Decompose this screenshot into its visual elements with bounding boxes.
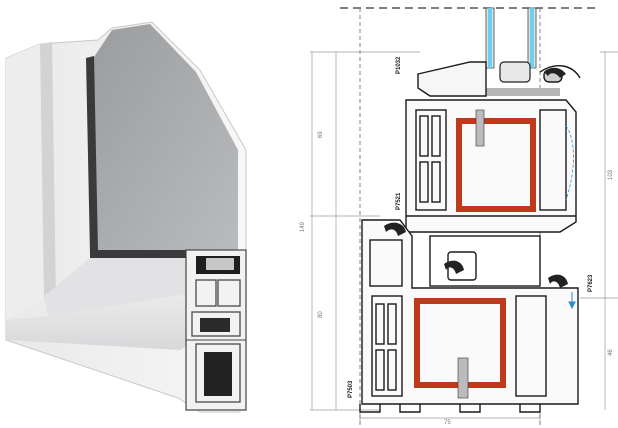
dimension-right-lower: 46 (608, 349, 614, 356)
dimension-total: 149 (300, 221, 306, 232)
dimension-width: 75 (444, 420, 451, 426)
sash-screw (475, 109, 485, 147)
profile-code-p7521: P7521 (396, 192, 402, 210)
drainage-arrow (568, 292, 576, 310)
dimension-upper: 69 (318, 131, 324, 138)
frame-screw (457, 357, 469, 399)
dimension-lines (310, 51, 618, 424)
drainage-path (565, 125, 574, 201)
glazing-gasket-left (86, 56, 98, 254)
profile-cross-section (310, 7, 618, 428)
gaskets (384, 67, 568, 288)
dimension-right-upper: 103 (608, 169, 614, 180)
glass-pane (92, 24, 238, 252)
left-stile (6, 44, 44, 320)
dimension-lower: 80 (318, 311, 324, 318)
stile-edge (40, 42, 56, 300)
window-corner-photo (5, 21, 247, 413)
cut-section (185, 249, 247, 411)
profile-code-p7503: P7503 (348, 380, 354, 398)
profile-code-p1032: P1032 (396, 56, 402, 74)
insulated-glass (470, 7, 560, 96)
profile-code-p7623: P7623 (588, 274, 594, 292)
sash-bottom (6, 290, 214, 350)
